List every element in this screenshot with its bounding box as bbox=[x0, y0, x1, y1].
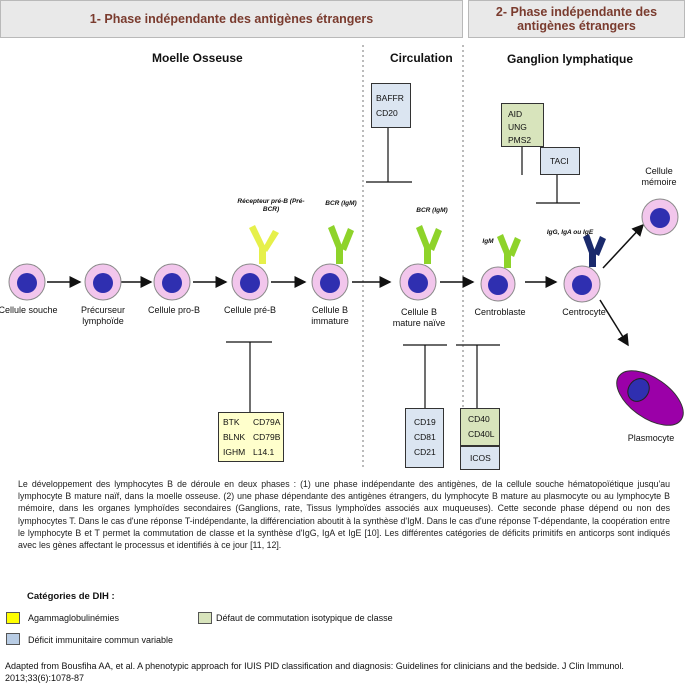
arrow-centrocyte-to-memory bbox=[602, 223, 645, 269]
legend-swatch-agamma bbox=[6, 612, 20, 624]
arrow-centrocyte-to-plasmocyte bbox=[599, 299, 629, 347]
phase2-header: 2- Phase indépendante des antigènes étra… bbox=[468, 0, 685, 38]
label-lymphoid-progenitor: Précurseur lymphoïde bbox=[80, 305, 125, 326]
label-centrocyte: Centrocyte bbox=[562, 307, 606, 317]
genebox-agammaglobulinemia: BTK CD79A BLNK CD79B IGHM L14.1 bbox=[218, 412, 284, 462]
label-mature-naive-b: Cellule B mature naïve bbox=[392, 307, 446, 328]
legend-title: Catégories de DIH : bbox=[27, 591, 115, 602]
genebox-taci: TACI bbox=[540, 147, 580, 175]
gene-ighm: IGHM bbox=[223, 447, 246, 457]
gene-cd40l: CD40L bbox=[468, 429, 495, 439]
cell-memory bbox=[641, 198, 679, 236]
label-pre-bcr: Récepteur pré-B (Pré-BCR) bbox=[237, 198, 305, 213]
cell-immature-b bbox=[311, 263, 349, 301]
gene-icos: ICOS bbox=[470, 453, 491, 463]
legend-swatch-cvid bbox=[6, 633, 20, 645]
genebox-icos: ICOS bbox=[460, 446, 500, 470]
label-centroblast: Centroblaste bbox=[474, 307, 526, 317]
gene-btk: BTK bbox=[223, 417, 240, 427]
genebox-cd40: CD40 CD40L bbox=[460, 408, 500, 446]
legend-label-agamma: Agammaglobulinémies bbox=[28, 613, 120, 623]
label-igm: IgM bbox=[482, 238, 494, 245]
gene-pms2: PMS2 bbox=[508, 135, 532, 145]
receptor-pre-bcr bbox=[249, 225, 279, 264]
gene-cd79a: CD79A bbox=[253, 417, 281, 427]
label-cell-stem: Cellule souche bbox=[0, 305, 58, 315]
cell-lymphoid-progenitor bbox=[84, 263, 122, 301]
receptor-switched bbox=[583, 234, 606, 267]
region-circulation: Circulation bbox=[390, 51, 453, 65]
receptor-bcr-mature bbox=[416, 225, 442, 264]
legend-label-csr: Défaut de commutation isotypique de clas… bbox=[216, 613, 393, 623]
receptor-bcr-immature bbox=[328, 225, 354, 264]
cell-pro-b bbox=[153, 263, 191, 301]
label-switched: IgG, IgA ou IgE bbox=[546, 229, 594, 236]
gene-baffr: BAFFR bbox=[376, 93, 404, 103]
label-pre-b: Cellule pré-B bbox=[223, 305, 277, 315]
gene-aid: AID bbox=[508, 109, 523, 119]
legend-swatch-csr bbox=[198, 612, 212, 624]
genebox-cd19: CD19 CD81 CD21 bbox=[405, 408, 444, 468]
genebox-baffr: BAFFR CD20 bbox=[371, 83, 411, 128]
gene-l141: L14.1 bbox=[253, 447, 275, 457]
cell-pre-b bbox=[231, 263, 269, 301]
gene-blnk: BLNK bbox=[223, 432, 246, 442]
label-plasmocyte: Plasmocyte bbox=[627, 433, 675, 443]
gene-cd40: CD40 bbox=[468, 414, 490, 424]
cell-centroblast bbox=[480, 266, 516, 302]
label-immature-b: Cellule B immature bbox=[311, 305, 349, 326]
label-bcr-mature: BCR (IgM) bbox=[416, 207, 448, 214]
source-citation: Adapted from Bousfiha AA, et al. A pheno… bbox=[5, 661, 624, 683]
cell-mature-naive-b bbox=[399, 263, 437, 301]
region-bone-marrow: Moelle Osseuse bbox=[152, 51, 243, 65]
gene-cd20: CD20 bbox=[376, 108, 398, 118]
label-pro-b: Cellule pro-B bbox=[147, 305, 201, 315]
gene-ung: UNG bbox=[508, 122, 527, 132]
receptor-igm bbox=[497, 234, 521, 268]
label-bcr-immature: BCR (IgM) bbox=[325, 200, 357, 207]
legend-label-cvid: Déficit immunitaire commun variable bbox=[28, 635, 174, 645]
cell-plasmocyte bbox=[616, 370, 684, 426]
cell-stem bbox=[8, 263, 46, 301]
diagram-graphics bbox=[8, 45, 684, 470]
gene-cd79b: CD79B bbox=[253, 432, 281, 442]
region-lymph-node: Ganglion lymphatique bbox=[507, 52, 634, 66]
gene-cd19: CD19 bbox=[414, 417, 436, 427]
gene-cd81: CD81 bbox=[414, 432, 436, 442]
genebox-aid: AID UNG PMS2 bbox=[501, 103, 544, 147]
cell-centrocyte bbox=[563, 265, 601, 303]
label-memory: Cellule mémoire bbox=[641, 166, 677, 187]
gene-cd21: CD21 bbox=[414, 447, 436, 457]
figure-caption: Le développement des lymphocytes B de dé… bbox=[18, 479, 670, 551]
phase1-header: 1- Phase indépendante des antigènes étra… bbox=[0, 0, 463, 38]
gene-taci: TACI bbox=[550, 156, 569, 166]
